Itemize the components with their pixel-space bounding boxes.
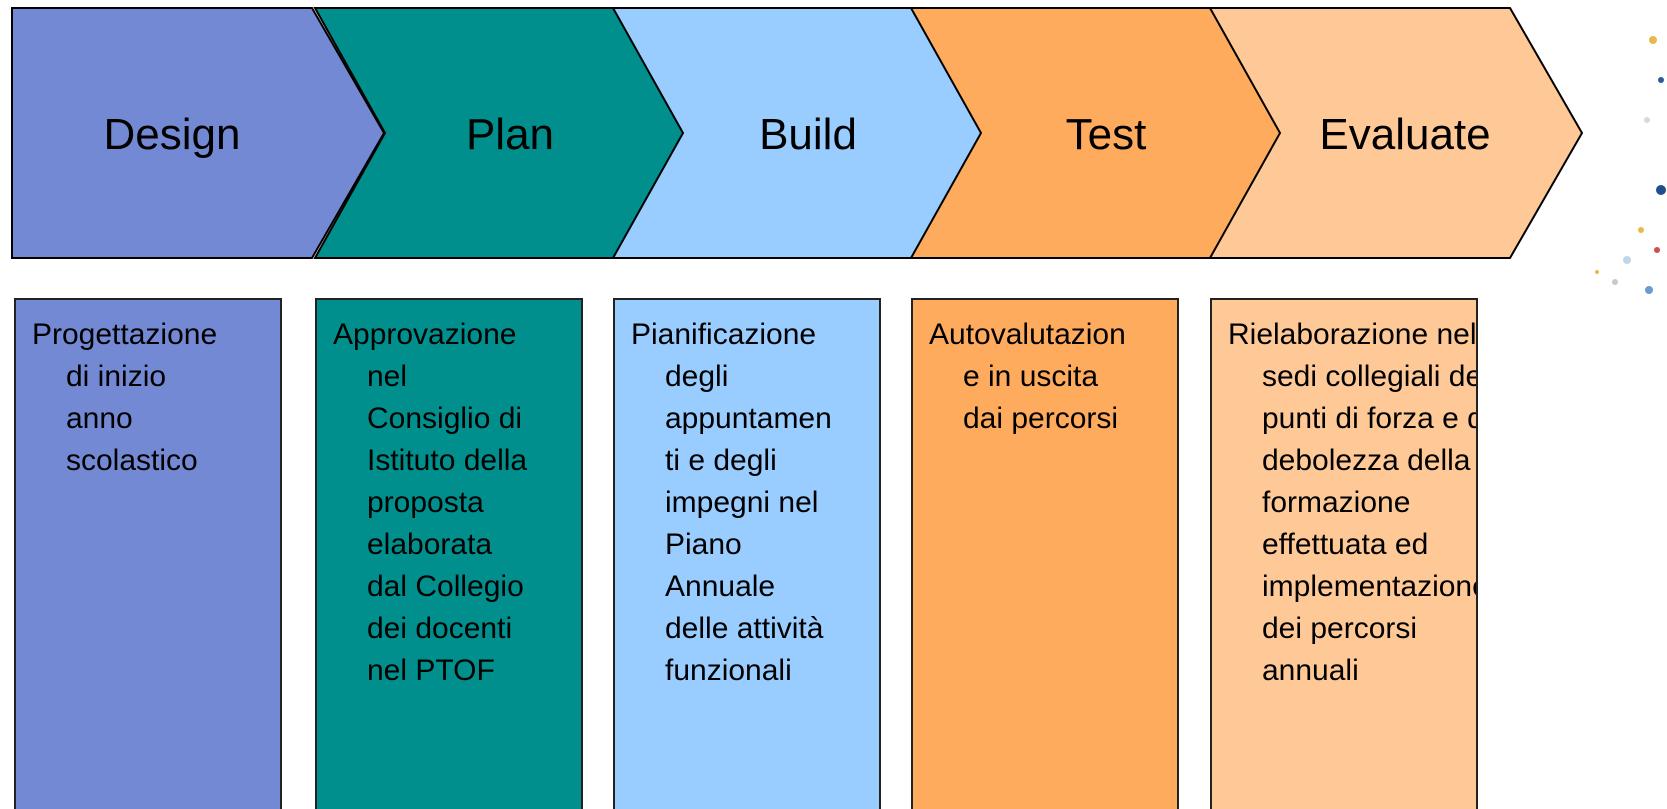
chevron-label-design: Design [104, 110, 241, 159]
description-line: dei docenti [367, 612, 513, 645]
description-line: punti di forza e di [1262, 402, 1478, 435]
description-line: elaborata [367, 528, 493, 561]
description-line: annuali [1262, 654, 1359, 687]
description-line: Autovalutazion [929, 318, 1126, 351]
description-line: Approvazione [333, 318, 517, 351]
description-line: di inizio [66, 360, 167, 393]
description-box-evaluate: Rielaborazione nelle sedi collegiali dei p… [1210, 298, 1478, 809]
description-line: scolastico [66, 444, 198, 477]
chevron-label-test: Test [1066, 110, 1147, 159]
description-line: Annuale [665, 570, 776, 603]
description-line: delle attività [665, 612, 824, 645]
description-line: funzionali [665, 654, 792, 687]
description-line: e in uscita [963, 360, 1099, 393]
chevron-label-evaluate: Evaluate [1319, 110, 1490, 159]
description-line: appuntamen [665, 402, 832, 435]
description-line: dal Collegio [367, 570, 524, 603]
description-line: sedi collegiali dei [1262, 360, 1478, 393]
description-line: implementazione [1262, 570, 1478, 603]
description-line: debolezza della [1262, 444, 1471, 477]
description-line: nel [367, 360, 408, 393]
description-line: Istituto della [367, 444, 528, 477]
description-line: ti e degli [665, 444, 777, 477]
description-box-build: Pianificazione degli appuntamen ti e degli i… [613, 298, 881, 809]
description-line: Rielaborazione nelle [1228, 318, 1478, 351]
description-line: Pianificazione [631, 318, 817, 351]
description-line: Piano [665, 528, 742, 561]
description-line: degli [665, 360, 729, 393]
description-line: effettuata ed [1262, 528, 1429, 561]
description-box-test: Autovalutazion e in uscita dai percorsi [911, 298, 1179, 809]
chevron-label-plan: Plan [466, 110, 554, 159]
description-line: dai percorsi [963, 402, 1119, 435]
description-box-design: Progettazione di inizio anno scolastico [14, 298, 282, 809]
chevron-design [11, 7, 386, 259]
description-line: formazione [1262, 486, 1411, 519]
chevron-evaluate [1208, 7, 1584, 259]
description-line: impegni nel [665, 486, 819, 519]
description-line: proposta [367, 486, 484, 519]
description-line: anno [66, 402, 133, 435]
description-line: nel PTOF [367, 654, 495, 687]
description-line: dei percorsi [1262, 612, 1418, 645]
chevron-label-build: Build [759, 110, 857, 159]
description-line: Progettazione [32, 318, 218, 351]
description-line: Consiglio di [367, 402, 523, 435]
